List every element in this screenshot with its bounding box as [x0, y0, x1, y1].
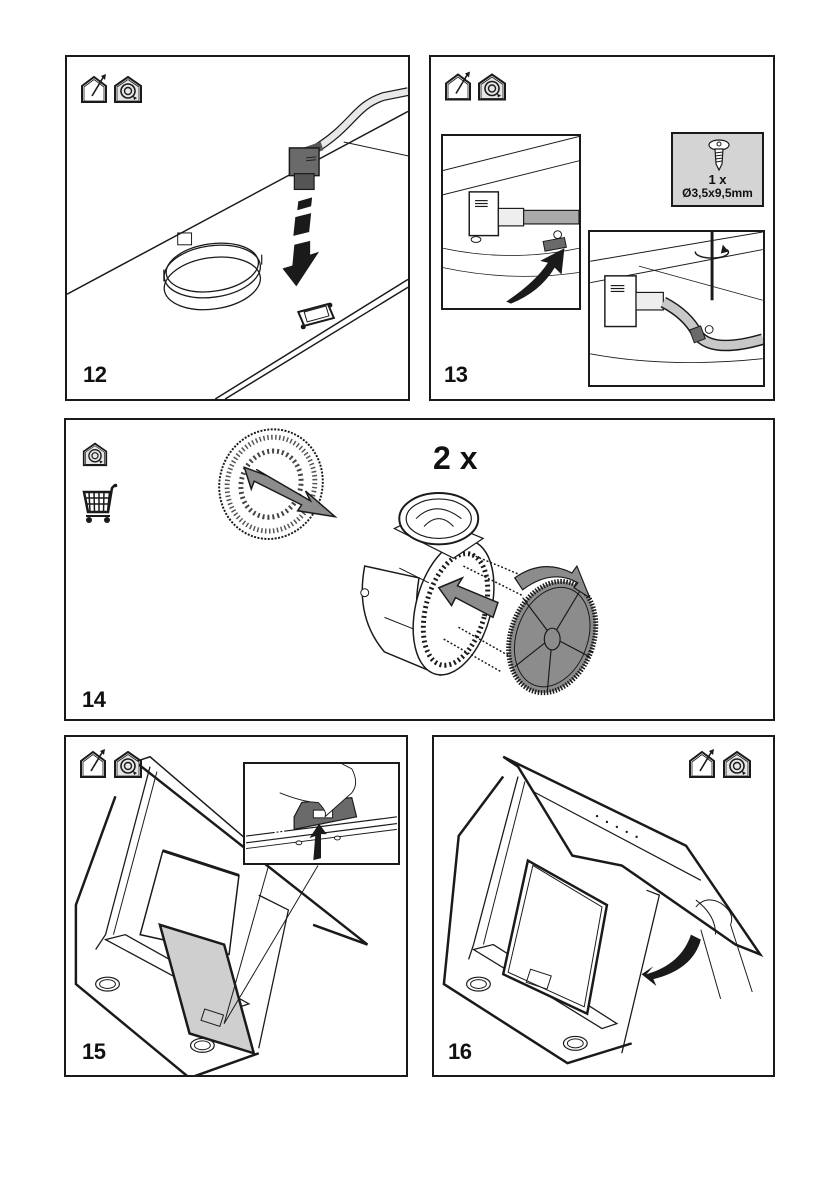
- step-number: 16: [448, 1039, 471, 1065]
- carbon-filter-illustration: [66, 420, 773, 719]
- recirculation-mode-icon: [113, 749, 143, 779]
- ducted-mode-icon: [444, 70, 474, 103]
- step-13-panel: 1 x Ø3,5x9,5mm 13: [429, 55, 775, 401]
- filter-release-inset: [243, 762, 400, 865]
- power-plug-illustration: [67, 57, 408, 399]
- step-number: 14: [82, 687, 105, 713]
- step-number: 13: [444, 362, 467, 388]
- screw-specification-box: 1 x Ø3,5x9,5mm: [671, 132, 764, 207]
- step-number: 15: [82, 1039, 105, 1065]
- cable-clip-illustration: [443, 136, 579, 308]
- screw-size: Ø3,5x9,5mm: [673, 186, 762, 200]
- filter-release-illustration: [245, 764, 398, 863]
- screw-quantity: 1 x: [673, 172, 762, 187]
- recirculation-mode-icon: [477, 70, 507, 103]
- step-15-panel: 15: [64, 735, 408, 1077]
- step-12-panel: 12: [65, 55, 410, 401]
- ducted-mode-icon: [80, 74, 110, 104]
- screw-icon: [707, 138, 731, 172]
- ducted-mode-icon: [688, 749, 718, 779]
- recirculation-mode-icon: [722, 749, 752, 779]
- screw-fastening-illustration: [590, 232, 763, 385]
- cable-clip-inset: [441, 134, 581, 310]
- step-14-panel: 2 x: [64, 418, 775, 721]
- step-16-panel: 16: [432, 735, 775, 1077]
- recirculation-mode-icon: [113, 74, 143, 104]
- panel-closing-illustration: [434, 737, 773, 1075]
- screw-fastening-inset: [588, 230, 765, 387]
- step-number: 12: [83, 362, 106, 388]
- ducted-mode-icon: [79, 749, 109, 779]
